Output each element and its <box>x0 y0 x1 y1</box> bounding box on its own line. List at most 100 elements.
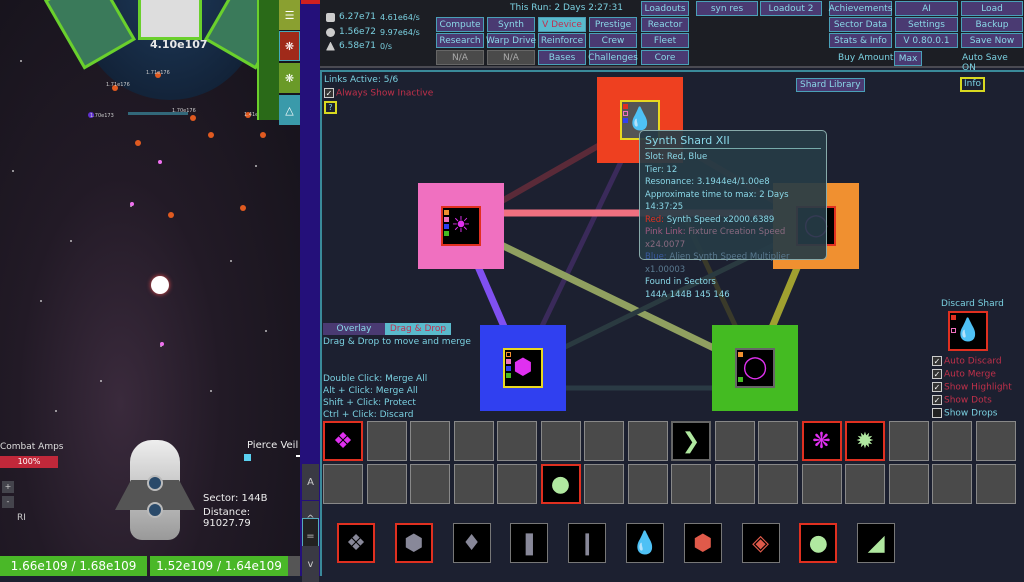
checkbox-icon[interactable]: ✓ <box>324 88 334 98</box>
sector-data-button[interactable]: Sector Data <box>829 17 892 32</box>
inventory-slot-empty[interactable] <box>932 464 972 504</box>
inventory-slot-empty[interactable] <box>845 464 885 504</box>
library-shard-crystal-shards[interactable]: ❚ <box>510 523 549 563</box>
inventory-slot-empty[interactable] <box>801 464 842 504</box>
stats-info-button[interactable]: Stats & Info <box>829 33 892 48</box>
decrease-button[interactable]: - <box>2 496 14 508</box>
gear-cluster-green-icon[interactable]: ❋ <box>279 63 300 93</box>
always-show-inactive-checkbox[interactable]: ✓Always Show Inactive <box>324 88 434 99</box>
help-button[interactable]: ? <box>324 101 337 114</box>
nav-warp-drive[interactable]: Warp Drive <box>486 33 536 48</box>
achievements-button[interactable]: Achievements <box>829 1 892 16</box>
inventory-slot-empty[interactable] <box>366 464 407 504</box>
loadouts-button[interactable]: Loadouts <box>641 1 689 16</box>
inventory-slot-empty[interactable] <box>410 421 450 461</box>
library-shard-hex-gem[interactable]: ⬢ <box>394 523 433 563</box>
inventory-shard-chevron-green[interactable]: ❯ <box>671 421 711 461</box>
inventory-slot-empty[interactable] <box>497 421 537 461</box>
sun-burst-shard[interactable]: ☀ <box>441 206 481 246</box>
library-shard-crystal-pillar[interactable]: ❙ <box>568 523 607 563</box>
dodecahedron-shard[interactable]: ⬢ <box>503 348 543 388</box>
nav-bases[interactable]: Bases <box>538 50 586 65</box>
nav-compute[interactable]: Compute <box>436 17 484 32</box>
synth-drop-shard[interactable]: 💧 <box>620 100 660 140</box>
nav-research[interactable]: Research <box>436 33 484 48</box>
inventory-slot-empty[interactable] <box>366 421 407 461</box>
slot-blue[interactable]: ⬢ <box>480 325 566 411</box>
slot-pink[interactable]: ☀ <box>418 183 504 269</box>
loadout-preset-2[interactable]: Loadout 2 <box>760 1 822 16</box>
tab-overlay[interactable]: Overlay <box>323 323 385 335</box>
inventory-shard-crystal-cluster-magenta[interactable]: ❖ <box>323 421 363 461</box>
inventory-slot-empty[interactable] <box>758 421 798 461</box>
inventory-slot-empty[interactable] <box>540 421 581 461</box>
core-button[interactable]: Core <box>641 50 689 65</box>
gear-cluster-icon[interactable]: ❋ <box>279 31 300 61</box>
inventory-shard-swirl-green[interactable]: ✹ <box>845 421 885 461</box>
show-highlight-checkbox[interactable]: ✓Show Highlight <box>932 382 1012 393</box>
backup-button[interactable]: Backup <box>961 17 1023 32</box>
nav-prestige[interactable]: Prestige <box>589 17 637 32</box>
triangle-prism-icon[interactable]: △ <box>279 95 300 125</box>
library-shard-dodecahedron-red[interactable]: ⬢ <box>683 523 722 563</box>
inventory-slot-empty[interactable] <box>975 421 1016 461</box>
show-dots-checkbox[interactable]: ✓Show Dots <box>932 395 992 406</box>
library-shard-rune-tile-red[interactable]: ◈ <box>741 523 780 563</box>
increase-button[interactable]: + <box>2 481 14 493</box>
game-viewport[interactable]: 4.10e107 1.71e176 1.71e176 1.70e173 1.70… <box>0 0 300 576</box>
reactor-button[interactable]: Reactor <box>641 17 689 32</box>
inventory-slot-empty[interactable] <box>323 464 363 504</box>
inventory-slot-empty[interactable] <box>975 464 1016 504</box>
inventory-slot-empty[interactable] <box>714 464 755 504</box>
auto-merge-checkbox[interactable]: ✓Auto Merge <box>932 369 996 380</box>
library-shard-diamond[interactable]: ♦ <box>452 523 491 563</box>
inventory-slot-empty[interactable] <box>453 421 494 461</box>
inventory-slot-empty[interactable] <box>888 464 929 504</box>
info-button[interactable]: Info <box>960 77 986 92</box>
auto-button[interactable]: A <box>302 464 319 500</box>
library-shard-corner-tile-green[interactable]: ◢ <box>857 523 896 563</box>
buy-amount-button[interactable]: Max <box>894 51 922 66</box>
inventory-slot-empty[interactable] <box>627 464 668 504</box>
inventory-slot-empty[interactable] <box>584 464 624 504</box>
library-shard-drop[interactable]: 💧 <box>626 523 664 563</box>
inventory-shard-bubbles-green[interactable]: ● <box>540 464 581 504</box>
inventory-slot-empty[interactable] <box>627 421 668 461</box>
nav-reinforce[interactable]: Reinforce <box>538 33 586 48</box>
fleet-button[interactable]: Fleet <box>641 33 689 48</box>
version-button[interactable]: V 0.80.0.1 <box>895 33 958 48</box>
nav-synth[interactable]: Synth <box>487 17 535 32</box>
inventory-slot-empty[interactable] <box>888 421 929 461</box>
equal-button[interactable]: = <box>302 518 319 554</box>
help-alt-click: Alt + Click: Merge All <box>323 386 418 396</box>
orb-shard[interactable]: ◯ <box>735 348 775 388</box>
inventory-slot-empty[interactable] <box>497 464 537 504</box>
inventory-slot-empty[interactable] <box>410 464 450 504</box>
inventory-slot-empty[interactable] <box>453 464 494 504</box>
inventory-shard-dragonfly-magenta[interactable]: ❋ <box>801 421 842 461</box>
slot-green[interactable]: ◯ <box>712 325 798 411</box>
tooltip-slot: Slot: Red, Blue <box>645 152 708 162</box>
database-icon[interactable]: ☰ <box>279 0 300 30</box>
library-shard-glow-orb[interactable]: ● <box>799 523 838 563</box>
library-shard-crystals-outline[interactable]: ❖ <box>337 523 375 563</box>
show-drops-checkbox[interactable]: ✓Show Drops <box>932 408 998 419</box>
load-button[interactable]: Load <box>961 1 1023 16</box>
inventory-slot-empty[interactable] <box>671 464 711 504</box>
shard-library-button[interactable]: Shard Library <box>796 78 865 92</box>
ai-button[interactable]: AI <box>895 1 958 16</box>
save-now-button[interactable]: Save Now <box>961 33 1023 48</box>
auto-discard-checkbox[interactable]: ✓Auto Discard <box>932 356 1002 367</box>
inventory-slot-empty[interactable] <box>758 464 798 504</box>
nav-challenges[interactable]: Challenges <box>588 50 638 65</box>
settings-button[interactable]: Settings <box>895 17 958 32</box>
inventory-slot-empty[interactable] <box>714 421 755 461</box>
loadout-preset-syn-res[interactable]: syn res <box>696 1 758 16</box>
inventory-slot-empty[interactable] <box>932 421 972 461</box>
tab-drag-drop[interactable]: Drag & Drop <box>385 323 451 335</box>
inventory-slot-empty[interactable] <box>584 421 624 461</box>
nav-v-device[interactable]: V Device <box>538 17 586 32</box>
discard-shard-slot[interactable]: 💧 <box>948 311 988 351</box>
down-button[interactable]: v <box>302 546 319 582</box>
nav-crew[interactable]: Crew <box>589 33 637 48</box>
